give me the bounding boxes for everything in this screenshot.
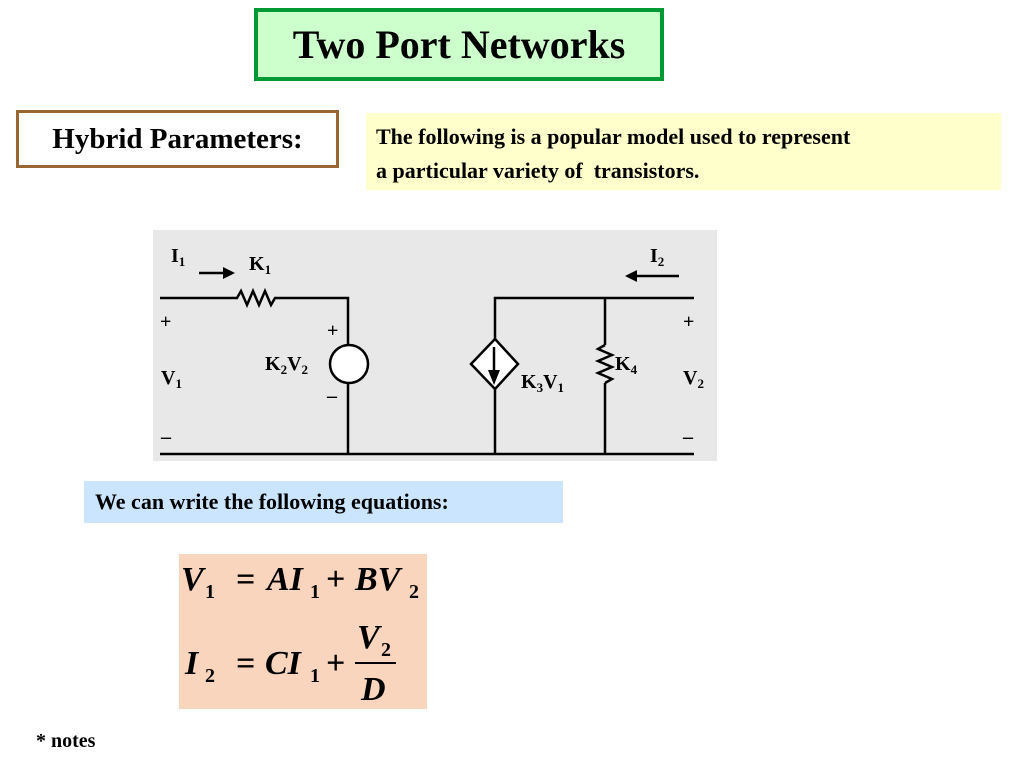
- eq1-term1-sub: 1: [310, 581, 320, 603]
- eq2-numerator-sub: 2: [381, 639, 391, 661]
- eq1-term2-sub: 2: [409, 581, 419, 603]
- eq2-lhs: I: [184, 645, 200, 682]
- eq1-term1: AI: [265, 561, 305, 598]
- equations-box: V 1 = AI 1 + BV 2 I 2 = CI 1 + V 2 D: [179, 554, 427, 709]
- v1-minus: –: [160, 426, 172, 448]
- eq2-equals: =: [236, 645, 255, 682]
- i1-arrow-head: [223, 267, 235, 279]
- eq2-term1-sub: 1: [310, 665, 320, 687]
- eq1-term2: BV: [354, 561, 403, 598]
- intro-line-1: The following is a popular model used to…: [376, 124, 851, 149]
- circuit-diagram: I1 K1 I2 + V1 – + K2V2 – K3V1 K4 + V2 –: [153, 230, 717, 461]
- eq2-term1: CI: [265, 645, 303, 682]
- source-plus: +: [327, 320, 338, 342]
- k3v1-label: K3V1: [521, 371, 564, 395]
- resistor-k4: [594, 343, 616, 385]
- title-box: Two Port Networks: [254, 8, 664, 81]
- i2-label: I2: [650, 245, 664, 269]
- notes-link[interactable]: * notes: [36, 730, 96, 752]
- output-wire-top: [493, 296, 694, 339]
- current-source-arrow-head: [488, 370, 500, 385]
- equation-2: I 2 = CI 1 + V 2 D: [184, 619, 396, 708]
- v1-plus: +: [160, 311, 171, 333]
- hybrid-parameters-box: Hybrid Parameters:: [16, 110, 339, 168]
- equations-note: We can write the following equations:: [84, 481, 563, 523]
- input-wire-top: [160, 287, 350, 345]
- eq2-plus: +: [326, 645, 345, 682]
- i2-arrow-head: [625, 270, 637, 282]
- eq1-plus: +: [326, 561, 345, 598]
- equations-svg: V 1 = AI 1 + BV 2 I 2 = CI 1 + V 2 D: [181, 561, 419, 708]
- v2-label: V2: [683, 367, 704, 391]
- v2-minus: –: [682, 426, 694, 448]
- i1-label: I1: [171, 245, 185, 269]
- source-minus: –: [326, 385, 338, 407]
- k1-label: K1: [249, 253, 271, 277]
- eq1-lhs: V: [181, 561, 206, 598]
- slide-title: Two Port Networks: [292, 22, 626, 67]
- v2-plus: +: [683, 311, 694, 333]
- intro-line-2: a particular variety of transistors.: [376, 158, 700, 183]
- eq1-lhs-sub: 1: [205, 581, 215, 603]
- eq1-equals: =: [236, 561, 255, 598]
- k4-label: K4: [615, 353, 638, 377]
- hybrid-parameters-label: Hybrid Parameters:: [52, 122, 303, 155]
- v1-label: V1: [161, 367, 182, 391]
- intro-text-box: The following is a popular model used to…: [366, 113, 1001, 190]
- k2v2-label: K2V2: [265, 353, 308, 377]
- equations-note-text: We can write the following equations:: [95, 489, 449, 514]
- eq2-numerator: V: [357, 619, 382, 656]
- voltage-source-k2v2: [328, 343, 370, 385]
- equation-1: V 1 = AI 1 + BV 2: [181, 561, 419, 603]
- eq2-denominator: D: [360, 671, 386, 708]
- circuit-svg: I1 K1 I2 + V1 – + K2V2 – K3V1 K4 + V2 –: [160, 245, 704, 456]
- eq2-lhs-sub: 2: [205, 665, 215, 687]
